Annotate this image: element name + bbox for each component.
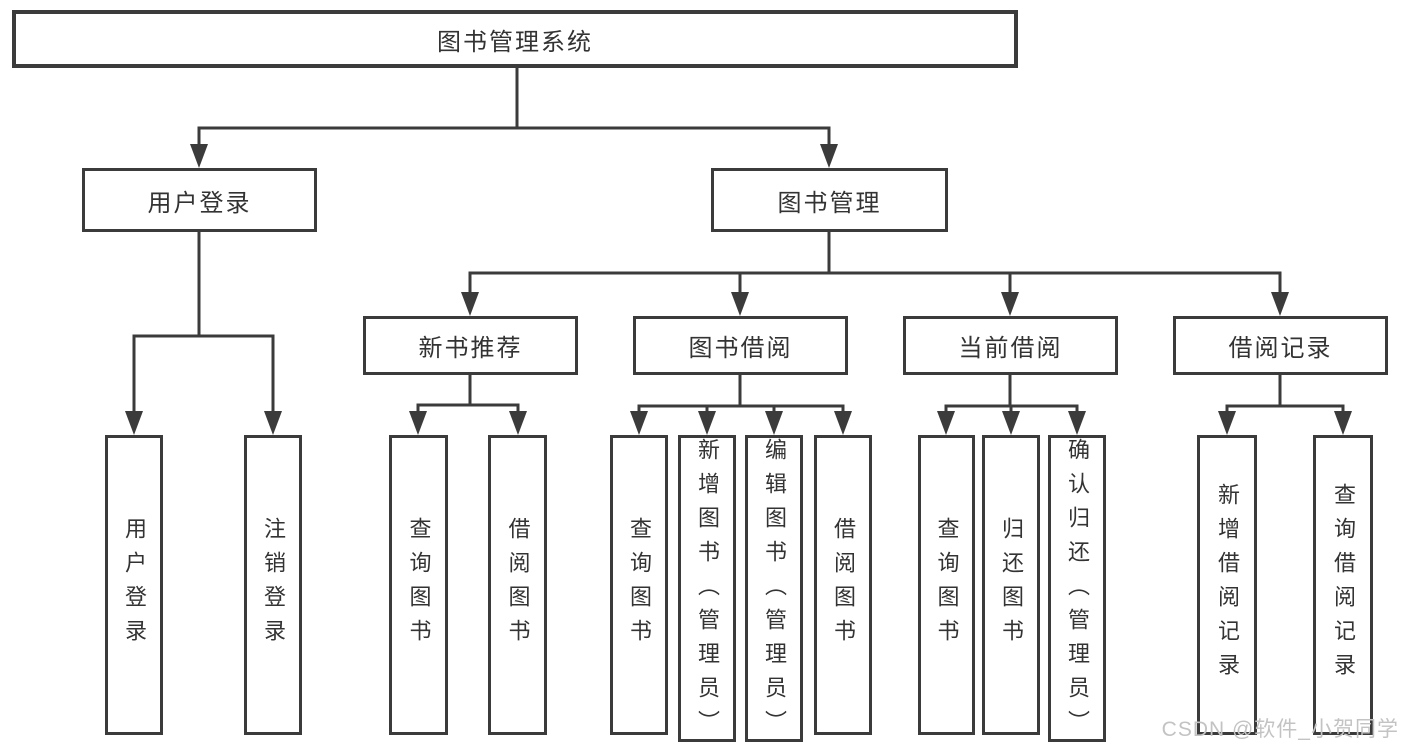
node-label: 图书管理 [777, 189, 882, 217]
node-label: 查询借阅记录 [1331, 483, 1356, 687]
leaf-borrow-books-recommendation: 借阅图书 [488, 435, 547, 735]
arrowheads [125, 144, 1352, 435]
leaf-logout: 注销登录 [244, 435, 302, 735]
node-label: 用户登录 [147, 189, 252, 217]
node-borrowing-records: 借阅记录 [1173, 316, 1388, 375]
node-label: 图书借阅 [688, 335, 793, 362]
node-label: 查询图书 [934, 517, 960, 653]
node-label: 借阅图书 [831, 517, 856, 653]
node-label: 借阅图书 [505, 517, 531, 653]
node-current-borrowing: 当前借阅 [903, 316, 1118, 375]
node-label: 借阅记录 [1228, 335, 1333, 362]
leaf-add-borrow-record: 新增借阅记录 [1197, 435, 1257, 735]
leaf-query-borrow-record: 查询借阅记录 [1313, 435, 1373, 735]
leaf-user-login: 用户登录 [105, 435, 163, 735]
node-label: 图书管理系统 [437, 28, 593, 56]
csdn-watermark: CSDN @软件_小贺同学 [1161, 718, 1399, 741]
node-label: 查询图书 [406, 517, 432, 653]
node-label: 新增图书（管理员） [695, 438, 720, 744]
node-label: 新增借阅记录 [1215, 483, 1240, 687]
node-label: 当前借阅 [958, 335, 1063, 362]
node-book-borrowing: 图书借阅 [633, 316, 848, 375]
node-label: 新书推荐 [418, 335, 523, 362]
node-user-login: 用户登录 [82, 168, 317, 232]
leaf-return-book: 归还图书 [982, 435, 1040, 735]
leaf-query-books-current: 查询图书 [918, 435, 975, 735]
node-label: 确认归还（管理员） [1065, 438, 1090, 744]
node-label: 查询图书 [627, 517, 652, 653]
node-new-book-recommendation: 新书推荐 [363, 316, 578, 375]
leaf-edit-book-admin: 编辑图书（管理员） [745, 435, 803, 744]
leaf-confirm-return-admin: 确认归还（管理员） [1048, 435, 1106, 744]
leaf-query-books-borrowing: 查询图书 [610, 435, 668, 735]
node-book-management: 图书管理 [711, 168, 948, 232]
node-label: 用户登录 [122, 517, 147, 653]
node-label: 注销登录 [261, 517, 286, 653]
node-label: 编辑图书（管理员） [762, 438, 787, 744]
node-library-management-system: 图书管理系统 [12, 10, 1018, 68]
leaf-borrow-books: 借阅图书 [814, 435, 872, 735]
node-label: 归还图书 [999, 517, 1024, 653]
leaf-query-books-recommendation: 查询图书 [389, 435, 448, 735]
leaf-add-book-admin: 新增图书（管理员） [678, 435, 736, 744]
